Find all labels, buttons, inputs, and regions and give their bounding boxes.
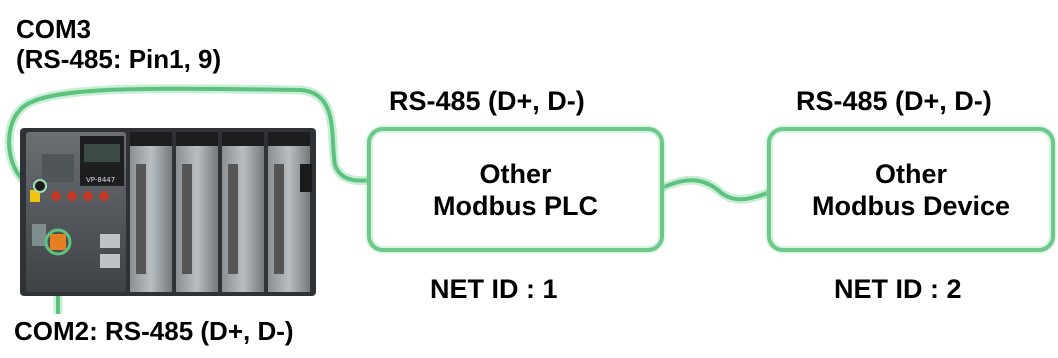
io-terminal-strip-1 (136, 164, 146, 274)
db9-port (32, 224, 46, 246)
button-red-3 (83, 191, 93, 201)
link-wire (661, 178, 771, 202)
modbus-plc-box: Other Modbus PLC (367, 127, 664, 252)
com3-label-line2: (RS-485: Pin1, 9) (16, 44, 222, 74)
com2-label: COM2: RS-485 (D+, D-) (14, 316, 294, 346)
modbus-device-line1: Other (874, 158, 947, 189)
com2-terminal (50, 234, 66, 250)
io-module-4-header (268, 132, 310, 146)
com3-label-line1: COM3 (16, 14, 92, 44)
front-cover (42, 154, 74, 182)
io-modules (130, 132, 310, 292)
io-module-3-header (222, 132, 264, 146)
com3-label: COM3 (RS-485: Pin1, 9) (16, 14, 221, 74)
com3-wire (7, 86, 371, 190)
io-terminal-strip-4 (274, 164, 284, 274)
modbus-device-line2: Modbus Device (811, 190, 1011, 221)
com2-highlight (44, 228, 72, 256)
com3-port (33, 179, 47, 193)
net-id-2-label: NET ID : 2 (834, 274, 962, 304)
pac-controller-image: VP-8447 (20, 128, 316, 296)
button-red-4 (99, 191, 109, 201)
controller-model-text: VP-8447 (86, 176, 115, 184)
pac-logo (30, 190, 40, 202)
button-red-1 (51, 191, 61, 201)
io-terminal-strip-2 (182, 164, 192, 274)
lcd-screen (84, 144, 120, 162)
net-id-1-label: NET ID : 1 (430, 274, 558, 304)
modbus-plc-line1: Other (479, 158, 552, 189)
side-connector (300, 164, 312, 192)
button-red-2 (67, 191, 77, 201)
modbus-device-box: Other Modbus Device (767, 127, 1055, 252)
io-module-2-header (176, 132, 218, 146)
rs485-label-left: RS-485 (D+, D-) (389, 86, 585, 116)
rs485-label-right: RS-485 (D+, D-) (796, 86, 992, 116)
ethernet-port-2 (100, 254, 120, 268)
ethernet-port-1 (100, 234, 120, 248)
io-module-1-header (130, 132, 172, 146)
io-terminal-strip-3 (228, 164, 238, 274)
modbus-plc-line2: Modbus PLC (433, 190, 598, 221)
